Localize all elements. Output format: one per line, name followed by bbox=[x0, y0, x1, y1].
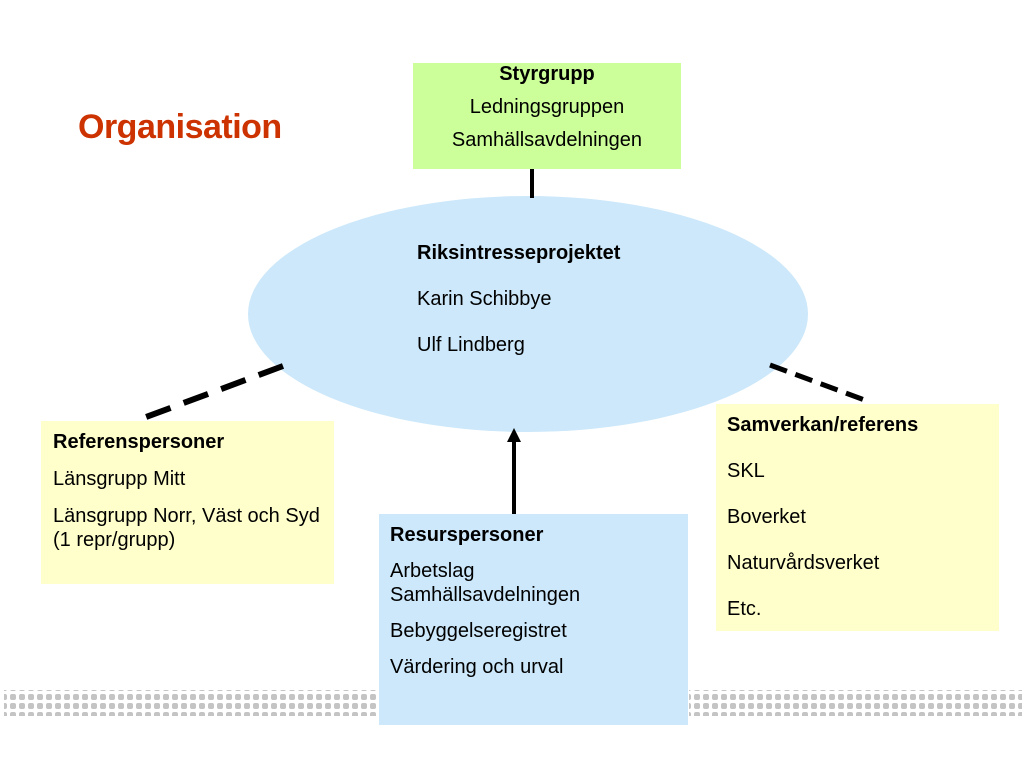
samverkan-line: Boverket bbox=[727, 506, 806, 528]
referens-box: Referenspersoner Länsgrupp Mitt Länsgrup… bbox=[41, 421, 334, 584]
styrgrupp-box: Styrgrupp Ledningsgruppen Samhällsavdeln… bbox=[413, 63, 681, 169]
page-title: Organisation bbox=[78, 108, 282, 146]
styrgrupp-heading: Styrgrupp bbox=[499, 63, 595, 85]
connector-samverkan bbox=[769, 362, 871, 405]
resurs-box: Resurspersoner Arbetslag Samhällsavdelni… bbox=[379, 514, 688, 725]
footer-pattern-left bbox=[4, 690, 378, 716]
referens-heading: Referenspersoner bbox=[53, 431, 225, 453]
resurs-heading: Resurspersoner bbox=[390, 524, 544, 546]
resurs-line: Arbetslag Samhällsavdelningen bbox=[390, 560, 581, 606]
connector-referens bbox=[136, 363, 285, 423]
project-heading: Riksintresseprojektet bbox=[417, 242, 621, 264]
project-ellipse bbox=[248, 196, 808, 432]
project-member: Ulf Lindberg bbox=[417, 334, 525, 356]
footer-pattern-right bbox=[689, 690, 1022, 716]
referens-line: Länsgrupp Mitt bbox=[53, 468, 186, 490]
resurs-line: Värdering och urval bbox=[390, 656, 564, 678]
samverkan-line: SKL bbox=[727, 460, 765, 482]
arrow-head-icon bbox=[507, 428, 521, 442]
project-text: Riksintresseprojektet Karin Schibbye Ulf… bbox=[417, 241, 620, 379]
samverkan-line: Naturvårdsverket bbox=[727, 552, 880, 574]
samverkan-heading: Samverkan/referens bbox=[727, 414, 919, 436]
samverkan-box: Samverkan/referens SKL Boverket Naturvår… bbox=[716, 404, 999, 631]
styrgrupp-line: Ledningsgruppen bbox=[469, 96, 625, 118]
styrgrupp-line: Samhällsavdelningen bbox=[451, 129, 643, 151]
project-member: Karin Schibbye bbox=[417, 288, 552, 310]
referens-line: Länsgrupp Norr, Väst och Syd (1 repr/gru… bbox=[53, 505, 320, 551]
resurs-line: Bebyggelseregistret bbox=[390, 620, 567, 642]
samverkan-line: Etc. bbox=[727, 598, 762, 620]
